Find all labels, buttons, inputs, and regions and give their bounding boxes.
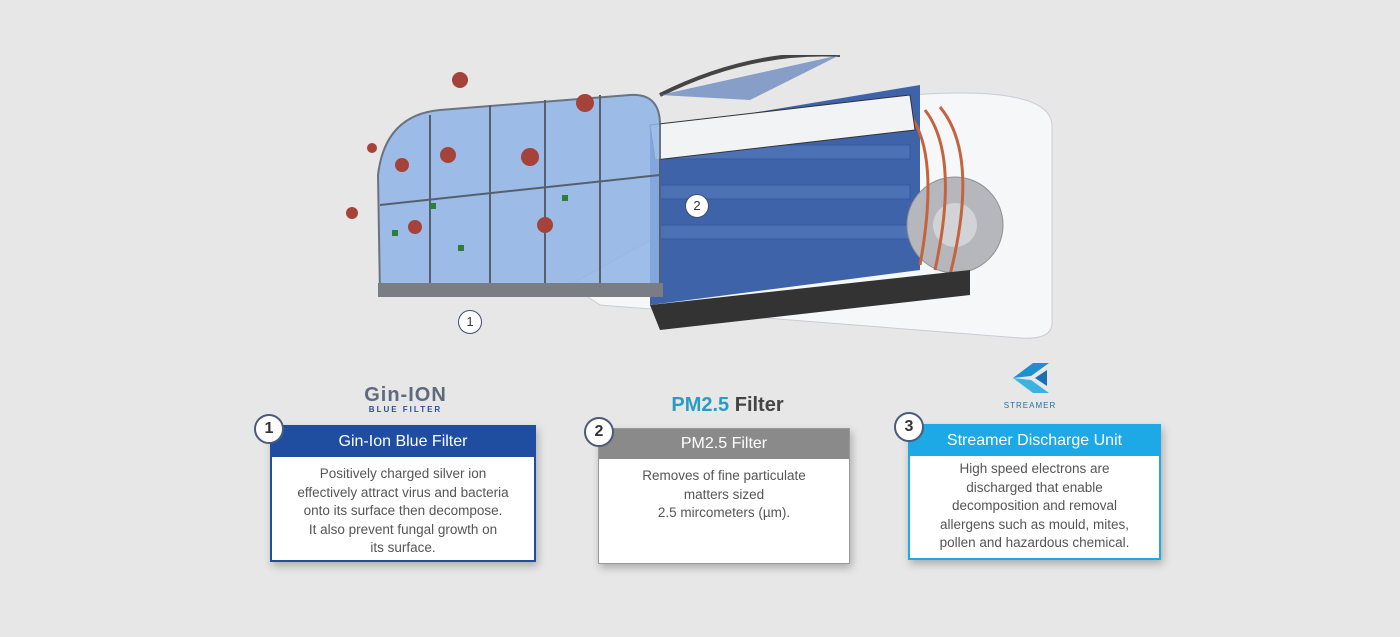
description-line: onto its surface then decompose. — [303, 503, 503, 518]
pm25-logo: PM2.5 Filter — [630, 394, 825, 417]
card-gin-ion: Gin-Ion Blue Filter Positively charged s… — [270, 425, 536, 562]
card-number-badge-3: 3 — [894, 412, 924, 442]
card-number-badge-2: 2 — [584, 417, 614, 447]
streamer-logo: STREAMER — [995, 360, 1065, 410]
description-line: Removes of fine particulate — [642, 468, 806, 483]
air-conditioner-illustration — [346, 55, 1053, 339]
card-number-badge-1: 1 — [254, 414, 284, 444]
description-line: matters sized — [683, 486, 765, 502]
card-title: Streamer Discharge Unit — [910, 426, 1159, 456]
card-description: Removes of fine particulate matters size… — [599, 459, 849, 531]
card-title: Gin-Ion Blue Filter — [272, 427, 534, 457]
description-line: allergens such as mould, mites, — [939, 516, 1130, 532]
streamer-icon — [1013, 363, 1049, 393]
streamer-logo-text: STREAMER — [1003, 401, 1057, 410]
callout-marker-2[interactable]: 2 — [685, 194, 709, 218]
description-line: High speed electrons are — [959, 461, 1110, 476]
description-line: pollen and hazardous chemical. — [939, 535, 1130, 550]
card-pm25: PM2.5 Filter Removes of fine particulate… — [598, 428, 850, 564]
gin-ion-logo-text: Gin-ION — [364, 384, 447, 406]
description-line: 2.5 mircometers (µm). — [657, 505, 791, 520]
card-title: PM2.5 Filter — [599, 429, 849, 459]
description-line: It also prevent fungal growth on — [308, 521, 498, 537]
card-description: Positively charged silver ion effectivel… — [272, 457, 534, 566]
gin-ion-logo-sub: BLUE FILTER — [368, 405, 443, 414]
card-description: High speed electrons are discharged that… — [910, 456, 1159, 561]
gin-ion-logo: Gin-ION BLUE FILTER — [348, 385, 463, 414]
description-line: its surface. — [370, 540, 436, 555]
description-line: discharged that enable — [966, 479, 1103, 495]
callout-marker-1[interactable]: 1 — [458, 310, 482, 334]
description-line: effectively attract virus and bacteria — [297, 484, 509, 500]
description-line: decomposition and removal — [951, 498, 1118, 513]
card-streamer: Streamer Discharge Unit High speed elect… — [908, 424, 1161, 560]
pm25-logo-accent: PM2.5 — [671, 394, 730, 416]
pm25-logo-rest: Filter — [729, 394, 784, 416]
description-line: Positively charged silver ion — [319, 466, 487, 481]
